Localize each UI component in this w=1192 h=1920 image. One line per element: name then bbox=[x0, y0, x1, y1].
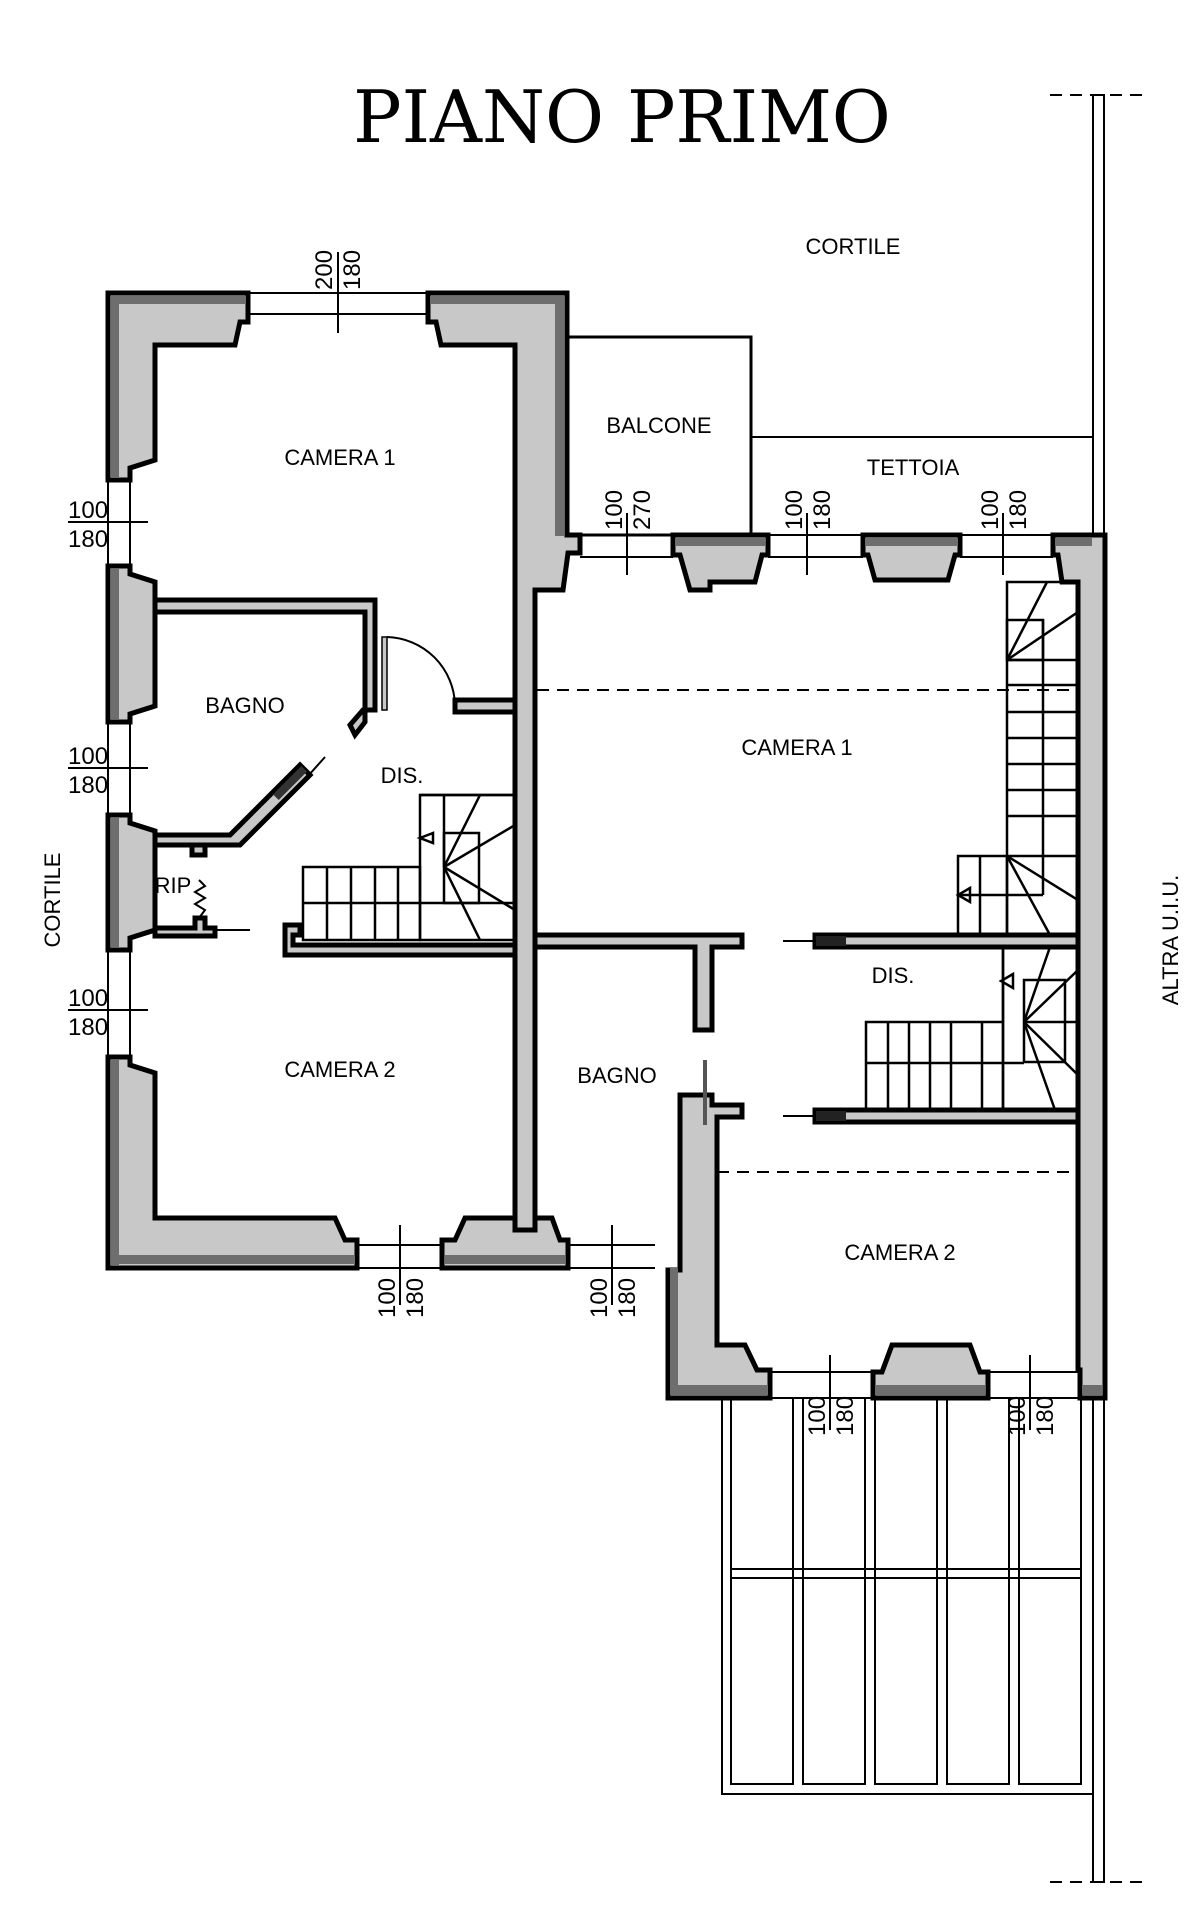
door-swing bbox=[381, 636, 456, 711]
label-right-camera2: CAMERA 2 bbox=[844, 1240, 955, 1265]
label-tettoia: TETTOIA bbox=[867, 455, 960, 480]
dim-top: 100 bbox=[977, 490, 1004, 530]
dim-top: 100 bbox=[781, 490, 808, 530]
dim-top: 100 bbox=[68, 985, 108, 1012]
right-stair-upper bbox=[955, 580, 1080, 937]
label-left-bagno: BAGNO bbox=[205, 693, 284, 718]
label-cortile-left: CORTILE bbox=[40, 853, 65, 948]
label-right-camera1: CAMERA 1 bbox=[741, 735, 852, 760]
right-windows bbox=[580, 513, 1080, 1430]
label-left-rip: RIP bbox=[155, 873, 192, 898]
opening-dimensions: 200 180 100 180 100 180 100 180 100 180 … bbox=[68, 250, 1059, 1436]
dim-top: 200 bbox=[311, 250, 338, 290]
plan-title: PIANO PRIMO bbox=[353, 75, 891, 159]
dim-bottom: 180 bbox=[1032, 1396, 1059, 1436]
dim-top: 100 bbox=[374, 1278, 401, 1318]
dim-top: 100 bbox=[1004, 1396, 1031, 1436]
dim-bottom: 180 bbox=[68, 772, 108, 799]
label-left-dis: DIS. bbox=[381, 763, 424, 788]
dim-bottom: 180 bbox=[614, 1278, 641, 1318]
dim-top: 100 bbox=[804, 1396, 831, 1436]
pergola bbox=[721, 1397, 1094, 1795]
dim-top: 100 bbox=[586, 1278, 613, 1318]
room-labels: CORTILE CORTILE ALTRA U.I.U. CAMERA 1 BA… bbox=[40, 234, 1183, 1265]
left-stair bbox=[301, 793, 517, 942]
dim-bottom: 180 bbox=[68, 1014, 108, 1041]
dim-bottom: 180 bbox=[1005, 490, 1032, 530]
dim-bottom: 180 bbox=[68, 526, 108, 553]
label-left-camera2: CAMERA 2 bbox=[284, 1057, 395, 1082]
label-left-camera1: CAMERA 1 bbox=[284, 445, 395, 470]
dim-bottom: 180 bbox=[832, 1396, 859, 1436]
dim-bottom: 270 bbox=[629, 490, 656, 530]
dim-top: 100 bbox=[601, 490, 628, 530]
dim-bottom: 180 bbox=[339, 250, 366, 290]
label-right-bagno: BAGNO bbox=[577, 1063, 656, 1088]
right-stair-lower bbox=[864, 945, 1080, 1112]
label-balcone: BALCONE bbox=[606, 413, 711, 438]
dim-top: 100 bbox=[68, 743, 108, 770]
dim-top: 100 bbox=[68, 497, 108, 524]
label-altra-uiu: ALTRA U.I.U. bbox=[1158, 875, 1183, 1005]
dim-bottom: 180 bbox=[809, 490, 836, 530]
left-unit-walls bbox=[105, 290, 583, 1271]
dim-bottom: 180 bbox=[402, 1278, 429, 1318]
label-cortile-top: CORTILE bbox=[806, 234, 901, 259]
label-right-dis: DIS. bbox=[872, 963, 915, 988]
left-windows bbox=[68, 275, 655, 1305]
